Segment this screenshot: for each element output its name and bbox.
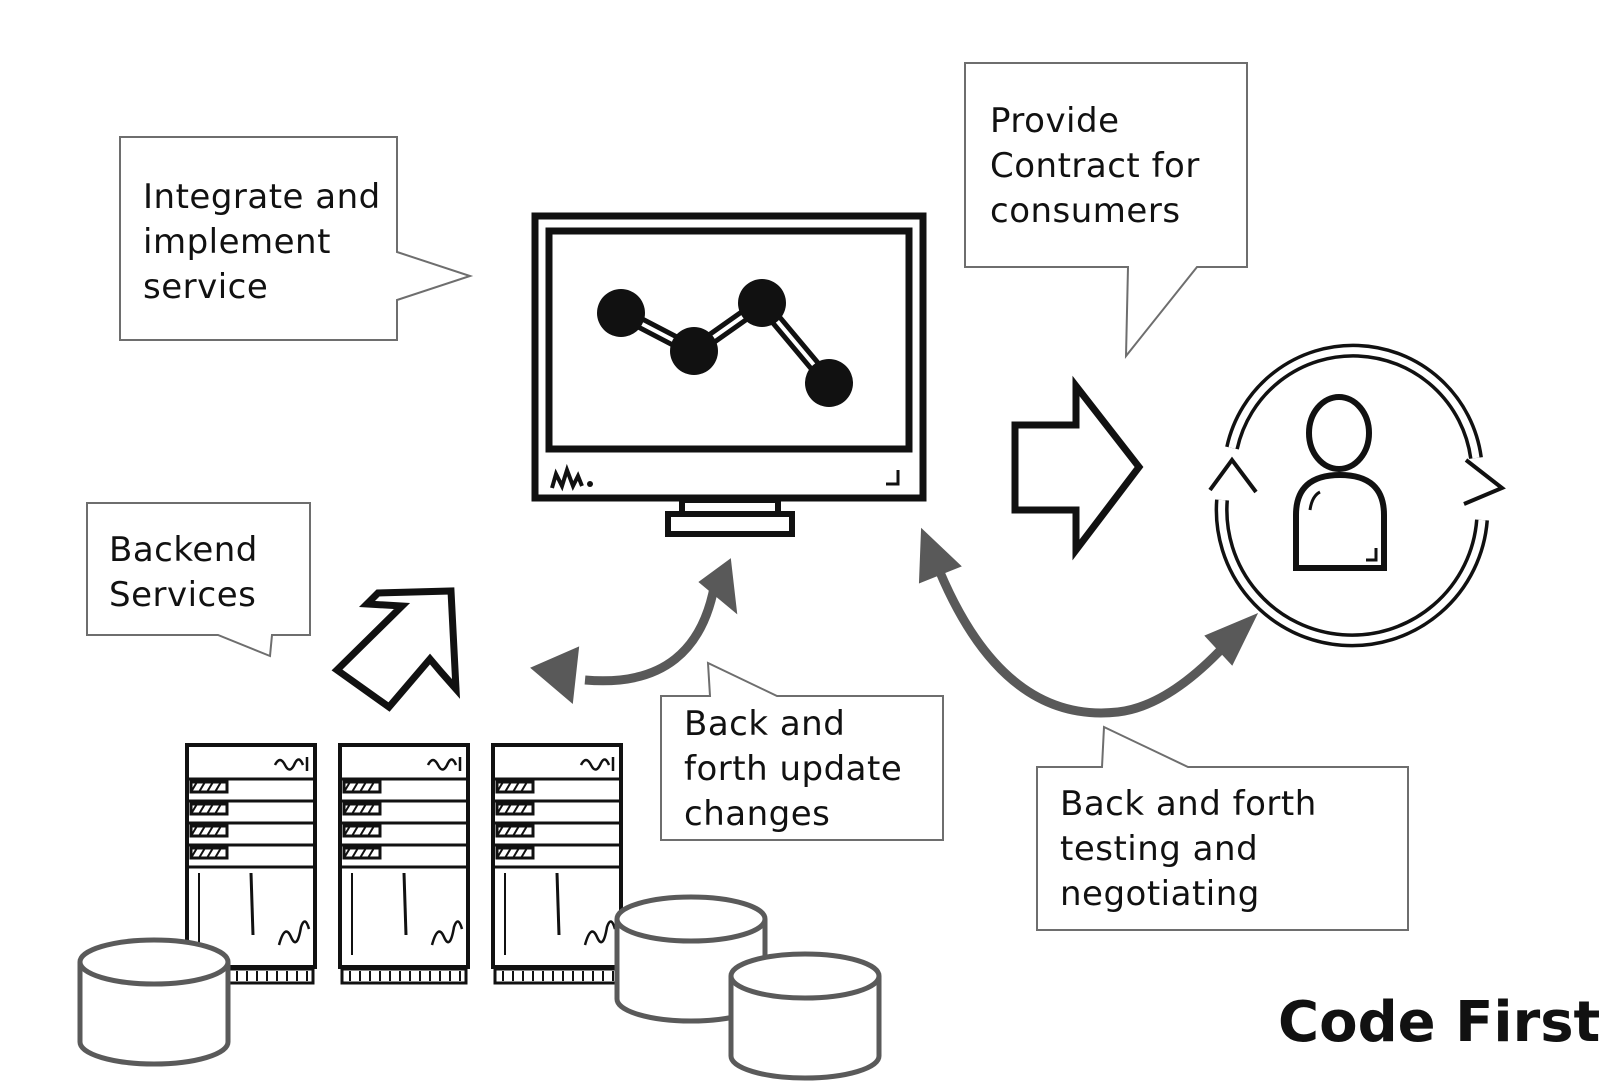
callout-testing-line-1: Back and forth [1060,784,1317,824]
callout-update-line-1: Back and [684,704,846,744]
callout-update-line-3: changes [684,794,831,834]
callout-backend-line-1: Backend [109,530,258,570]
callout-backend-text: Backend Services [109,528,258,618]
callout-contract-text: Provide Contract for consumers [990,99,1200,234]
callout-integrate-text: Integrate and implement service [143,175,381,310]
callout-contract [964,62,1248,359]
callout-integrate-line-2: implement [143,222,331,262]
person-icon [1293,394,1387,571]
callout-update-text: Back and forth update changes [684,702,902,837]
line-chart-icon [597,279,853,407]
callout-integrate-line-3: service [143,267,269,307]
cycle-arrows-icon [1208,343,1506,648]
testing-double-arrow [918,527,1259,718]
callout-update [660,661,944,841]
callout-contract-line-2: Contract for [990,146,1200,186]
callout-testing-text: Back and forth testing and negotiating [1060,782,1317,917]
callout-testing-line-3: negotiating [1060,874,1260,914]
callout-integrate-line-1: Integrate and [143,177,381,217]
callout-testing [1036,725,1409,931]
right-block-arrow-icon [1011,375,1144,561]
callout-update-line-2: forth update [684,749,903,789]
callout-testing-line-2: testing and [1060,829,1259,869]
up-right-block-arrow-icon [331,587,461,712]
callout-backend-line-2: Services [109,575,257,615]
callout-contract-line-1: Provide [990,101,1120,141]
server-rack-icon [185,743,623,985]
callout-integrate [119,136,474,341]
callout-backend [86,502,311,658]
diagram-title: Code First [1278,990,1600,1055]
monitor-icon [531,212,927,537]
callout-contract-line-3: consumers [990,191,1181,231]
update-double-arrow [530,558,738,704]
